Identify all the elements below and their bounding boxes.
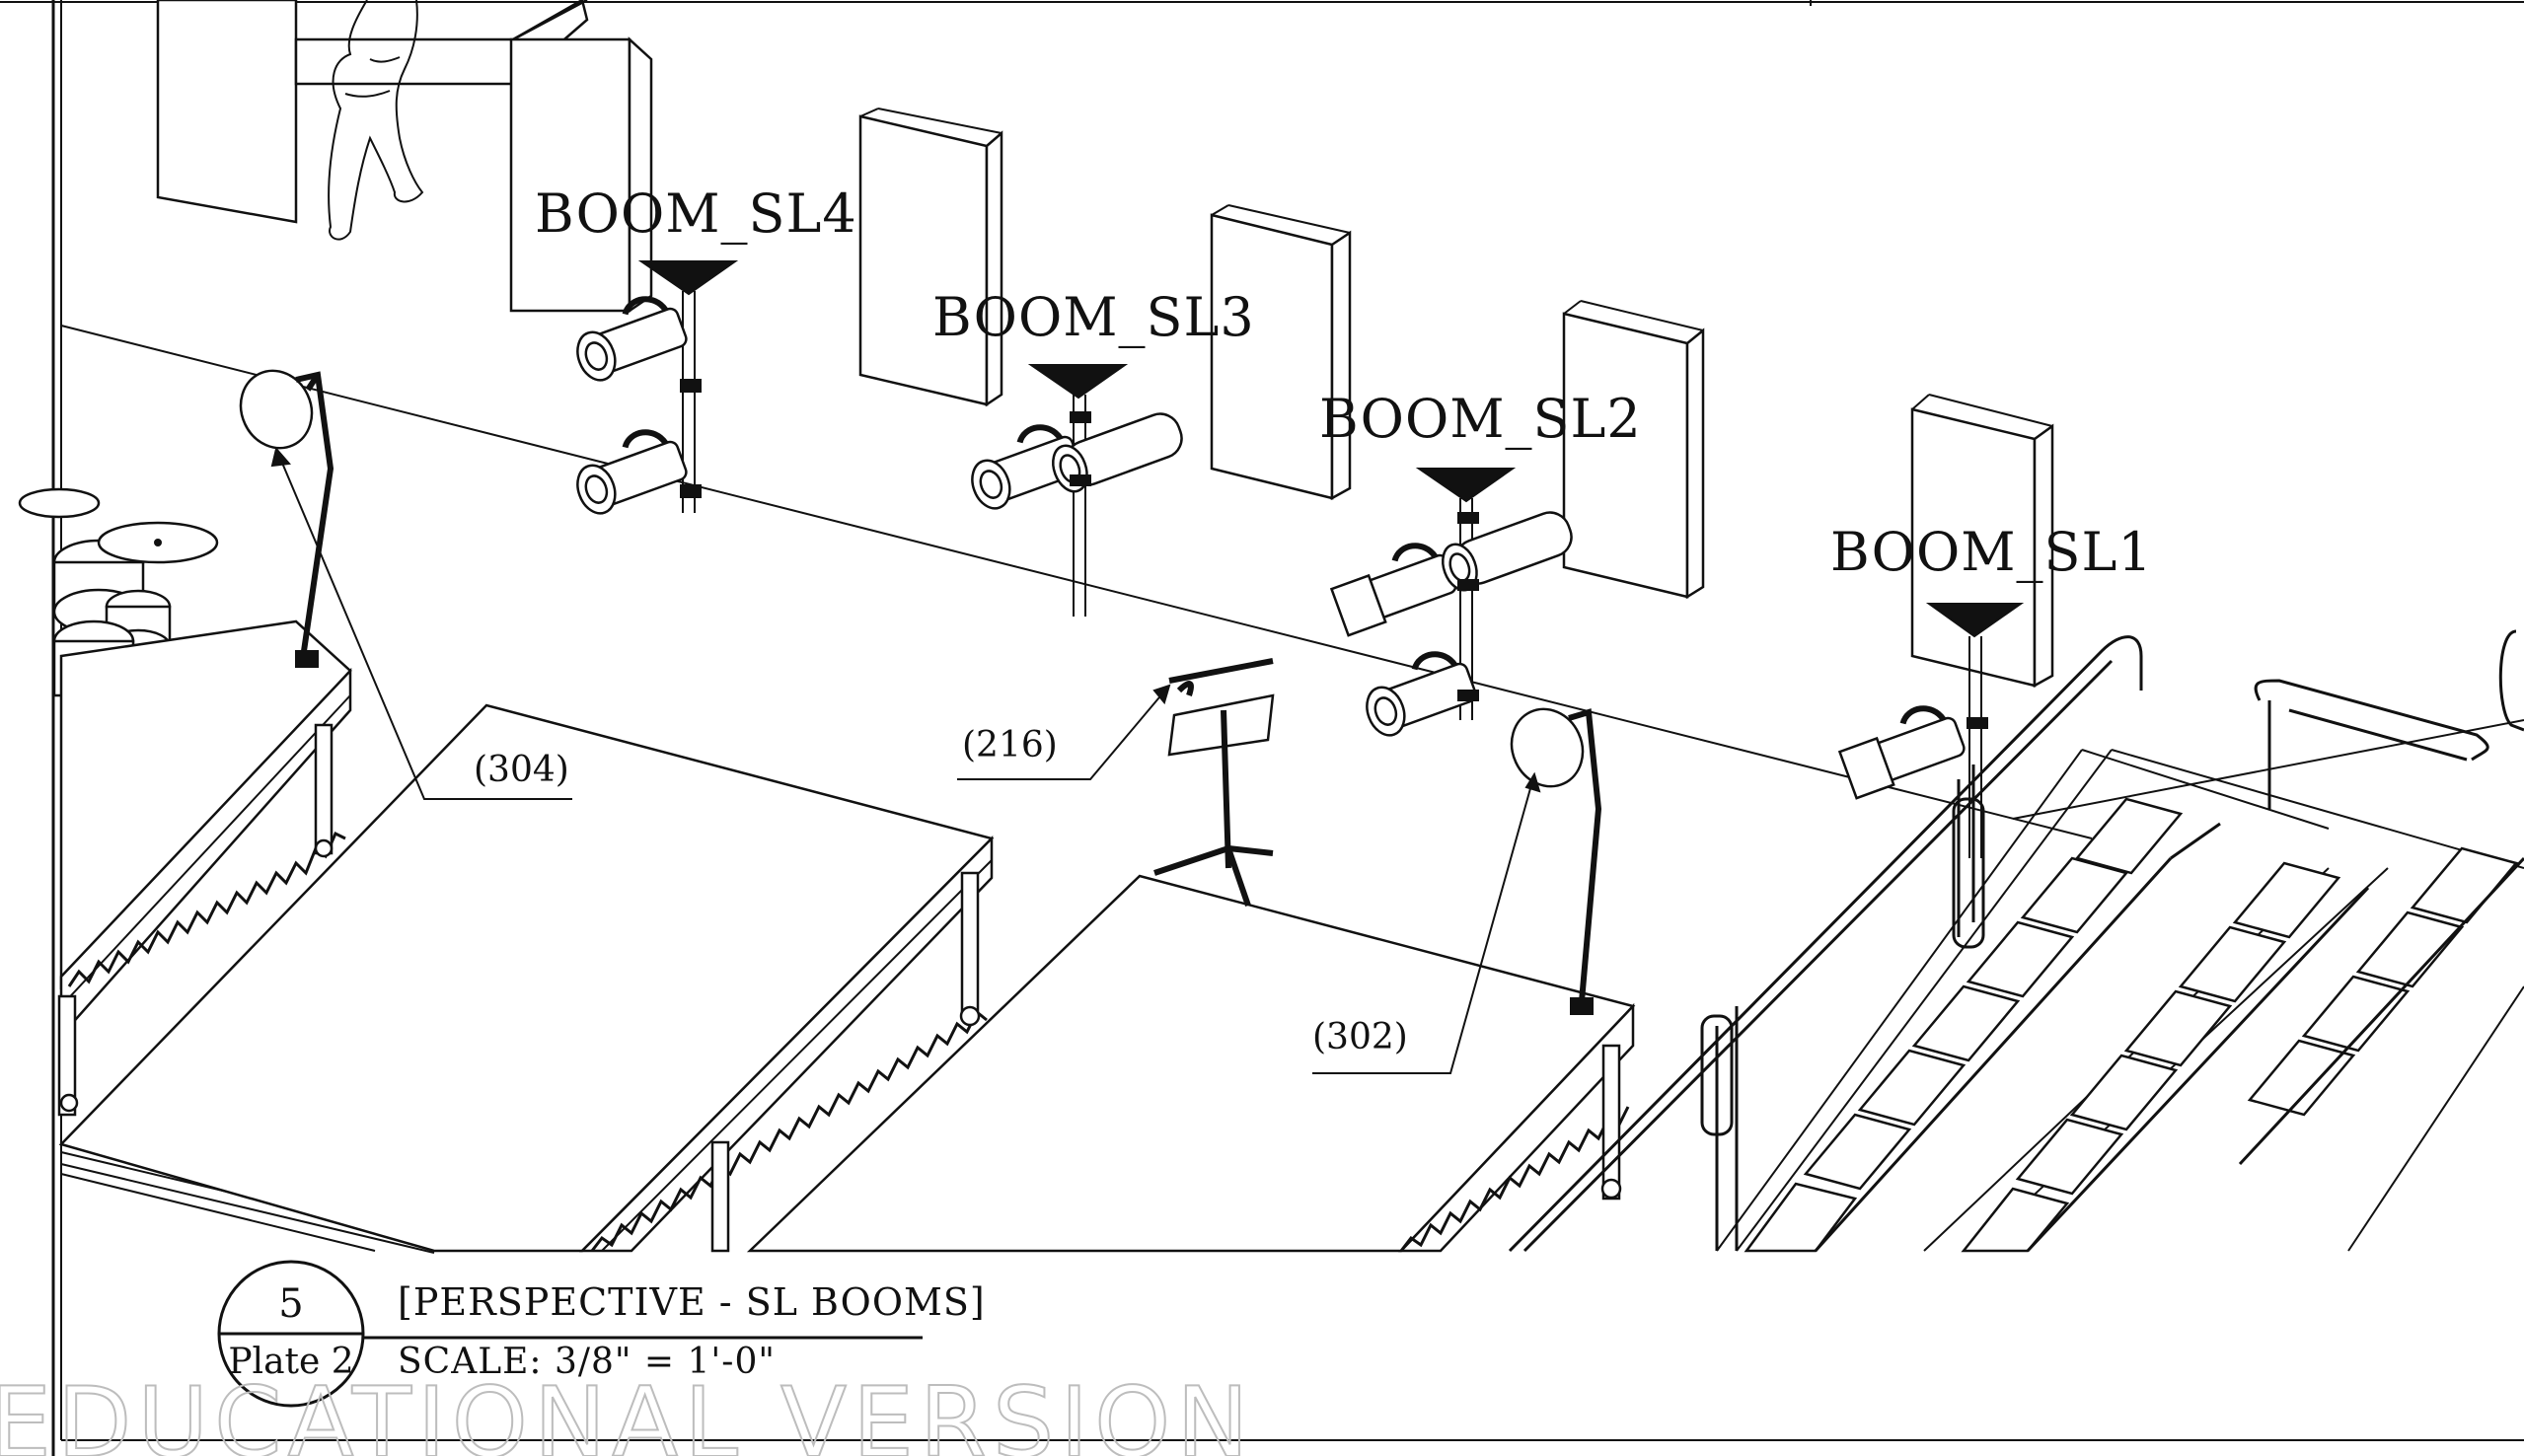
desk-lamp-302 bbox=[1510, 707, 1602, 1015]
scenery-flats bbox=[156, 0, 2054, 689]
riser-platform-center bbox=[58, 703, 995, 1253]
plate-number: Plate 2 bbox=[228, 1342, 353, 1382]
boom-sl1-marker bbox=[1925, 603, 2025, 638]
boom-sl1-label: BOOM_SL1 bbox=[1830, 521, 2153, 583]
drawing-title: [PERSPECTIVE - SL BOOMS] bbox=[398, 1280, 986, 1324]
callout-304: (304) bbox=[474, 750, 569, 790]
boom-sl4-label: BOOM_SL4 bbox=[535, 182, 857, 245]
boom-sl3-label: BOOM_SL3 bbox=[932, 286, 1255, 348]
riser-platform-left bbox=[57, 619, 352, 1117]
boom-sl2-fixtures bbox=[1329, 511, 1573, 737]
desk-lamp-304 bbox=[239, 369, 334, 668]
drawing-scale: SCALE: 3/8" = 1'-0" bbox=[398, 1342, 776, 1382]
boom-sl1-fixtures bbox=[1837, 705, 1988, 800]
riser-platform-right bbox=[746, 874, 1636, 1253]
audience-seating bbox=[1508, 629, 2524, 1253]
boom-sl2-marker bbox=[1415, 468, 1517, 503]
watermark: EDUCATIONAL VERSION bbox=[0, 1367, 1255, 1456]
seated-figure bbox=[328, 0, 424, 241]
boom-sl3-fixtures bbox=[971, 411, 1183, 510]
boom-sl4-fixtures bbox=[576, 296, 702, 515]
music-stand bbox=[1153, 658, 1275, 907]
boom-sl2-label: BOOM_SL2 bbox=[1319, 388, 1642, 450]
callout-302: (302) bbox=[1312, 1017, 1408, 1057]
detail-number: 5 bbox=[278, 1281, 303, 1327]
boom-sl4-marker bbox=[637, 260, 739, 296]
boom-sl3-marker bbox=[1027, 364, 1129, 400]
title-block: 5 Plate 2 [PERSPECTIVE - SL BOOMS] SCALE… bbox=[217, 1260, 986, 1408]
callout-216: (216) bbox=[962, 725, 1058, 765]
callout-leaders bbox=[270, 446, 1541, 1074]
